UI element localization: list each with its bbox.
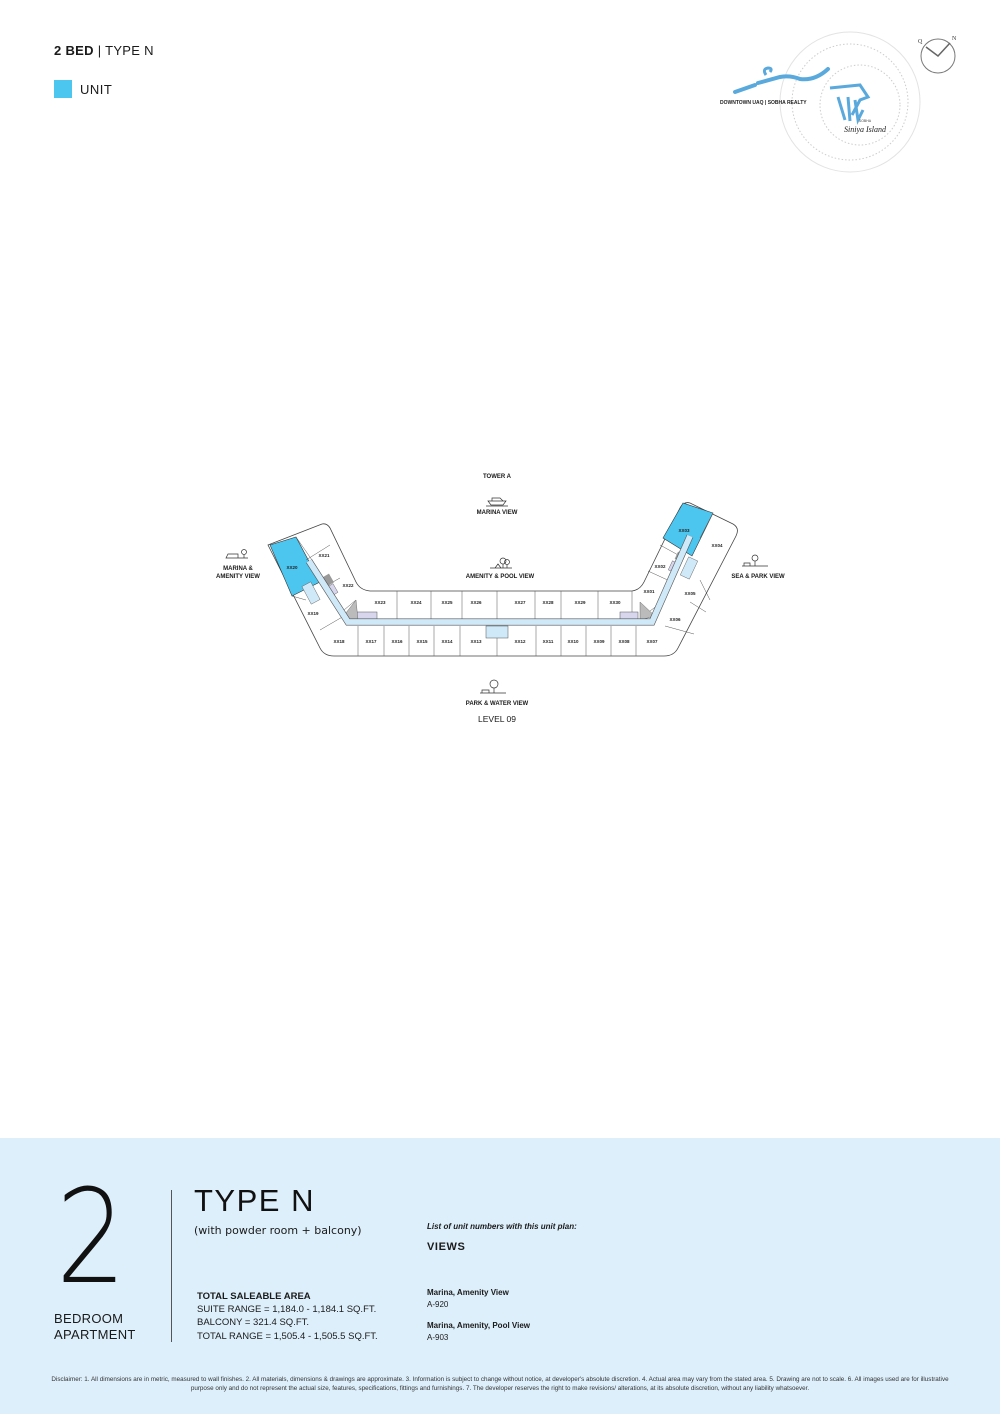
amenity-tree-icon [490, 557, 512, 569]
view-top: MARINA VIEW [477, 510, 518, 516]
unit-label: XX27 [514, 600, 526, 605]
bed-line-1: BEDROOM [54, 1311, 124, 1326]
ring [819, 64, 901, 146]
view-name: Marina, Amenity View [427, 1288, 509, 1297]
compass-icon [920, 38, 956, 74]
unit-label: XX29 [574, 600, 586, 605]
key-map-logo: DOWNTOWN UAQ | SOBHA REALTY SOBHA Siniya… [720, 31, 957, 173]
view-bottom: PARK & WATER VIEW [466, 701, 529, 707]
corridor [306, 534, 693, 625]
compass-needle-icon [925, 42, 951, 58]
coastline-shape [733, 67, 830, 94]
bed-count: 2 BED [54, 43, 94, 58]
legend: UNIT [54, 80, 112, 98]
view-left-1: MARINA & [223, 566, 253, 572]
view-left-2: AMENITY VIEW [216, 574, 260, 580]
type-subtitle: (with powder room + balcony) [194, 1224, 362, 1237]
summary-panel [0, 1138, 1000, 1414]
unit-label: XX20 [286, 565, 298, 570]
location-text: DOWNTOWN UAQ | SOBHA REALTY [720, 100, 807, 106]
level-label: LEVEL 09 [478, 714, 516, 724]
brand-small: SOBHA [859, 119, 872, 123]
unit-label: XX01 [643, 589, 655, 594]
unit-label: XX04 [711, 543, 723, 548]
bedroom-count: 2 [56, 1161, 127, 1313]
view-unit: A-920 [427, 1300, 449, 1309]
unit-label: XX05 [684, 591, 696, 596]
unit-label: XX17 [365, 639, 377, 644]
view-name: Marina, Amenity, Pool View [427, 1321, 530, 1330]
floor-plan: TOWER A MARINA VIEW AMENITY & POOL VIEW … [216, 474, 785, 724]
unit-label: XX19 [307, 611, 319, 616]
ring [791, 43, 909, 161]
balcony-area: BALCONY = 321.4 SQ.FT. [197, 1317, 310, 1329]
ring [779, 31, 921, 173]
coastline-shape [762, 66, 773, 76]
unit-label: XX07 [646, 639, 658, 644]
unit-label: XX06 [669, 617, 681, 622]
suite-range: SUITE RANGE = 1,184.0 - 1,184.1 SQ.FT. [197, 1304, 377, 1316]
unit-label: XX16 [391, 639, 403, 644]
views-title: VIEWS [427, 1241, 466, 1253]
unit-label: XX11 [543, 639, 554, 644]
area-title: TOTAL SALEABLE AREA [197, 1291, 311, 1302]
unit-label: XX30 [609, 600, 621, 605]
view-right: SEA & PARK VIEW [731, 574, 785, 580]
tower-label: TOWER A [483, 474, 512, 480]
unit-label: XX12 [514, 639, 526, 644]
unit-dividers [291, 512, 714, 656]
unit-type: TYPE N [105, 43, 154, 58]
unit-label: XX10 [567, 639, 579, 644]
unit-label: XX18 [333, 639, 345, 644]
sea-park-icon [742, 554, 768, 567]
unit-label: XX23 [374, 600, 386, 605]
unit-label: XX14 [441, 639, 453, 644]
unit-label: XX24 [410, 600, 422, 605]
total-range: TOTAL RANGE = 1,505.4 - 1,505.5 SQ.FT. [197, 1330, 378, 1342]
unit-label: XX21 [318, 553, 330, 558]
boat-icon [486, 497, 508, 507]
unit-label: XX02 [654, 564, 666, 569]
disclaimer: Disclaimer: 1. All dimensions are in met… [51, 1376, 949, 1392]
legend-label: UNIT [80, 81, 113, 97]
unit-label: XX26 [470, 600, 482, 605]
bed-line-2: APARTMENT [54, 1327, 136, 1342]
island-shape [829, 83, 871, 125]
unit-label: XX09 [593, 639, 605, 644]
compass-n: N [952, 36, 957, 42]
unit-label: XX08 [618, 639, 630, 644]
type-title: TYPE N [194, 1183, 315, 1218]
unit-label: XX03 [678, 528, 690, 533]
unit-label: XX13 [470, 639, 482, 644]
unit-label: XX15 [416, 639, 428, 644]
brand-script: Siniya Island [844, 125, 887, 134]
area-block: TOTAL SALEABLE AREA SUITE RANGE = 1,184.… [197, 1290, 378, 1343]
unit-label: XX28 [542, 600, 554, 605]
page-header: 2 BED | TYPE N [54, 43, 154, 58]
list-title: List of unit numbers with this unit plan… [427, 1222, 577, 1231]
divider [171, 1190, 172, 1342]
view-unit: A-903 [427, 1333, 449, 1342]
unit-swatch [54, 80, 72, 98]
compass-q: Q [918, 39, 923, 45]
park-tree-icon [480, 679, 506, 694]
unit-label: XX25 [441, 600, 453, 605]
view-center: AMENITY & POOL VIEW [466, 574, 535, 580]
unit-label: XX22 [342, 583, 354, 588]
header-separator: | [93, 43, 106, 58]
marina-amenity-icon [225, 549, 248, 559]
